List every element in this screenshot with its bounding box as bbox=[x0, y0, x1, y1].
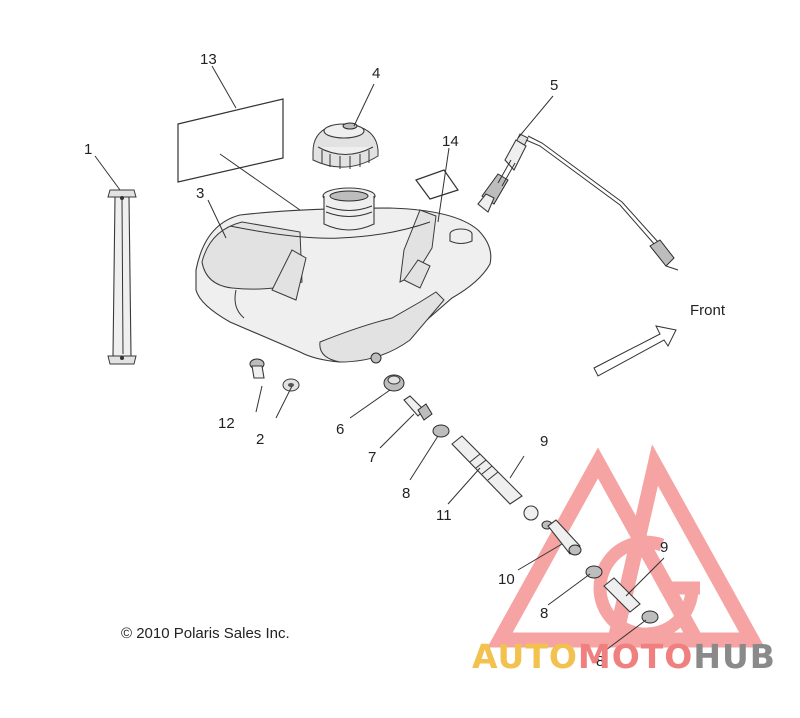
callout-8-middle: 8 bbox=[540, 605, 548, 622]
part-9-sleeve-upper bbox=[523, 505, 539, 521]
watermark-word-hub: HUB bbox=[693, 637, 776, 676]
front-label: Front bbox=[690, 302, 726, 319]
callout-10: 10 bbox=[498, 571, 515, 588]
callout-1: 1 bbox=[84, 141, 92, 158]
part-9-hose-lower bbox=[603, 577, 641, 613]
callout-7: 7 bbox=[368, 449, 376, 466]
callout-9-upper: 9 bbox=[540, 433, 548, 450]
callout-11: 11 bbox=[436, 507, 452, 524]
part-11-hose bbox=[451, 435, 523, 505]
part-7-fitting bbox=[403, 395, 433, 421]
part-10-filter bbox=[541, 519, 582, 556]
callout-2: 2 bbox=[256, 431, 264, 448]
callout-9-lower: 9 bbox=[660, 539, 668, 556]
part-6-grommet bbox=[383, 374, 405, 392]
leader-lines bbox=[94, 65, 665, 651]
copyright-text: © 2010 Polaris Sales Inc. bbox=[121, 625, 290, 642]
part-1-strap bbox=[107, 189, 137, 365]
watermark-logo bbox=[487, 444, 765, 648]
watermark-word-moto: MOTO bbox=[578, 637, 693, 676]
watermark-word-auto: AUTO bbox=[472, 637, 578, 676]
callout-3: 3 bbox=[196, 185, 204, 202]
callout-12: 12 bbox=[218, 415, 235, 432]
watermark-triangle-right bbox=[605, 444, 765, 648]
watermark-wordmark: AUTOMOTOHUB bbox=[472, 637, 776, 676]
part-5-fuel-sender bbox=[477, 133, 679, 271]
callout-labels: 1 2 3 4 5 6 7 8 8 8 9 9 10 11 12 13 14 bbox=[84, 51, 668, 670]
callout-6: 6 bbox=[336, 421, 344, 438]
callout-5: 5 bbox=[550, 77, 558, 94]
callout-13: 13 bbox=[200, 51, 217, 68]
watermark-g-shape bbox=[593, 535, 699, 641]
part-8-clamp-middle bbox=[585, 565, 603, 579]
callout-4: 4 bbox=[372, 65, 380, 82]
front-direction-arrow bbox=[593, 325, 677, 377]
part-14-seal bbox=[415, 169, 459, 200]
part-2-washer bbox=[282, 378, 300, 392]
part-13-decal bbox=[177, 98, 284, 183]
callout-8-upper: 8 bbox=[402, 485, 410, 502]
part-3-fuel-tank bbox=[195, 187, 492, 364]
callout-14: 14 bbox=[442, 133, 459, 150]
part-4-fuel-cap bbox=[312, 122, 379, 169]
part-12-bolt bbox=[249, 358, 265, 379]
callout-8-lower: 8 bbox=[596, 653, 604, 670]
part-8-clamp-upper bbox=[432, 424, 450, 438]
